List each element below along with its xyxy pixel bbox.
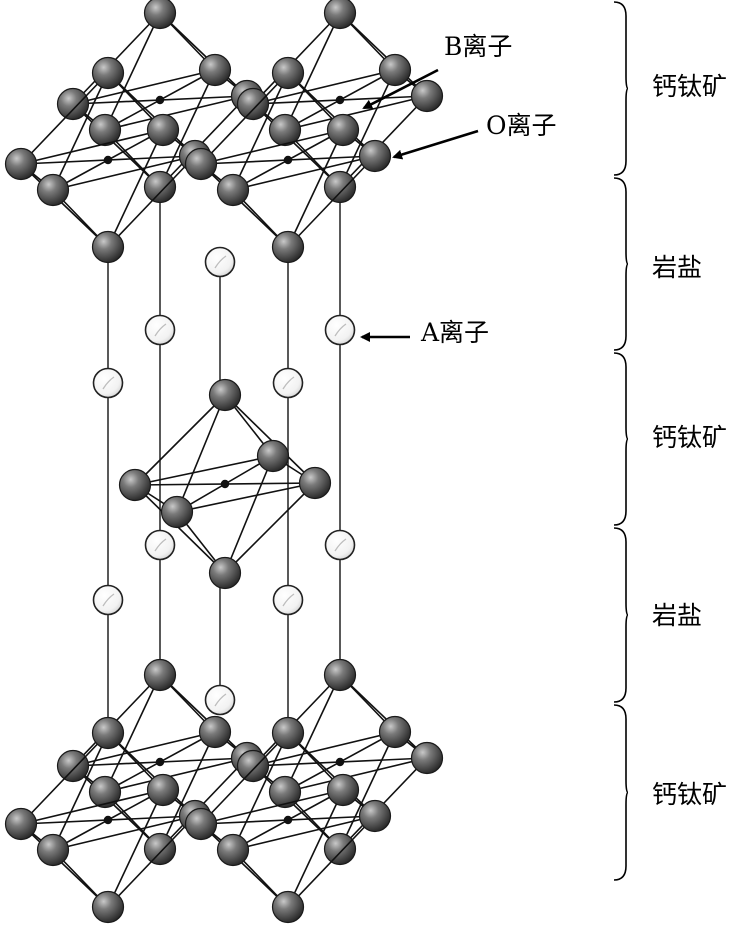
o-ion (325, 834, 356, 865)
bond-line (253, 13, 340, 104)
o-ion (145, 834, 176, 865)
b-ion (336, 96, 344, 104)
o-ion (380, 717, 411, 748)
layer-label-perovskite-middle: 钙钛矿 (652, 425, 727, 450)
o-ion (148, 115, 179, 146)
o-ion (93, 58, 124, 89)
b-ion (104, 816, 112, 824)
o-ion (325, 0, 356, 29)
octahedron-bottom-front-right (186, 718, 391, 923)
o-ion (58, 751, 89, 782)
o-ion (273, 892, 304, 923)
o-ion (238, 751, 269, 782)
octahedron-top-back-right (238, 0, 443, 203)
o-ion (58, 89, 89, 120)
bond-line (288, 816, 375, 907)
bond-line (225, 456, 273, 573)
o-ion (145, 660, 176, 691)
bond-line (135, 456, 273, 485)
o-ion (145, 172, 176, 203)
b-ion (284, 816, 292, 824)
o-ion (210, 380, 241, 411)
o-ion (210, 558, 241, 589)
layer-label-perovskite-bottom: 钙钛矿 (652, 782, 727, 807)
o-ion (380, 55, 411, 86)
layer-label-rocksalt-upper: 岩盐 (652, 255, 702, 280)
o-ion-label: O离子 (486, 113, 557, 138)
b-ion (156, 96, 164, 104)
brace-rocksalt-upper (614, 178, 628, 350)
o-ion (218, 175, 249, 206)
o-ion (162, 497, 193, 528)
o-ion (328, 775, 359, 806)
o-ion (273, 232, 304, 263)
bond-line (108, 816, 195, 907)
layer-label-rocksalt-lower: 岩盐 (652, 603, 702, 628)
layer-label-perovskite-top: 钙钛矿 (652, 74, 727, 99)
octahedron-top-back-left (58, 0, 263, 203)
o-ion (186, 809, 217, 840)
o-ion (325, 172, 356, 203)
brace-perovskite-top (614, 2, 628, 175)
b-ion (221, 480, 229, 488)
brace-perovskite-bottom (614, 705, 628, 880)
o-ion (93, 892, 124, 923)
o-ion (258, 441, 289, 472)
octahedron-top-front-left (6, 58, 211, 263)
b-ion-label: B离子 (444, 34, 512, 59)
o-ion (412, 81, 443, 112)
brace-perovskite-middle (614, 353, 628, 525)
layer-braces-group (614, 2, 628, 880)
bond-line (225, 483, 315, 573)
o-ion (38, 175, 69, 206)
o-ion (120, 470, 151, 501)
o-ion (218, 835, 249, 866)
o-ion (93, 232, 124, 263)
bond-line (73, 13, 160, 104)
octahedron-bottom-front-left (6, 718, 211, 923)
o-ion (90, 777, 121, 808)
o-ion-arrow (394, 131, 478, 157)
b-ion (284, 156, 292, 164)
octahedron-bottom-back-right (238, 660, 443, 865)
bond-line (108, 156, 195, 247)
brace-rocksalt-lower (614, 528, 628, 702)
bond-line (135, 395, 225, 485)
a-ion-label: A离子 (421, 320, 489, 345)
o-ion (360, 801, 391, 832)
bond-line (288, 156, 375, 247)
octahedra-group (6, 0, 443, 923)
bond-line (177, 395, 225, 512)
o-ion (200, 717, 231, 748)
o-ion (325, 660, 356, 691)
bond-line (177, 483, 315, 512)
o-ion (273, 718, 304, 749)
o-ion (148, 775, 179, 806)
o-ion (145, 0, 176, 29)
o-ion (200, 55, 231, 86)
o-ion (412, 743, 443, 774)
bond-line (21, 733, 108, 824)
o-ion (270, 777, 301, 808)
o-ion (6, 809, 37, 840)
o-ion (360, 141, 391, 172)
b-ion (336, 758, 344, 766)
o-ion (6, 149, 37, 180)
o-ion (38, 835, 69, 866)
b-ion (156, 758, 164, 766)
octahedron-top-front-right (186, 58, 391, 263)
o-ion (93, 718, 124, 749)
o-ion (273, 58, 304, 89)
o-ion (238, 89, 269, 120)
o-ion (328, 115, 359, 146)
o-ion (186, 149, 217, 180)
b-ion (104, 156, 112, 164)
o-ion (300, 468, 331, 499)
